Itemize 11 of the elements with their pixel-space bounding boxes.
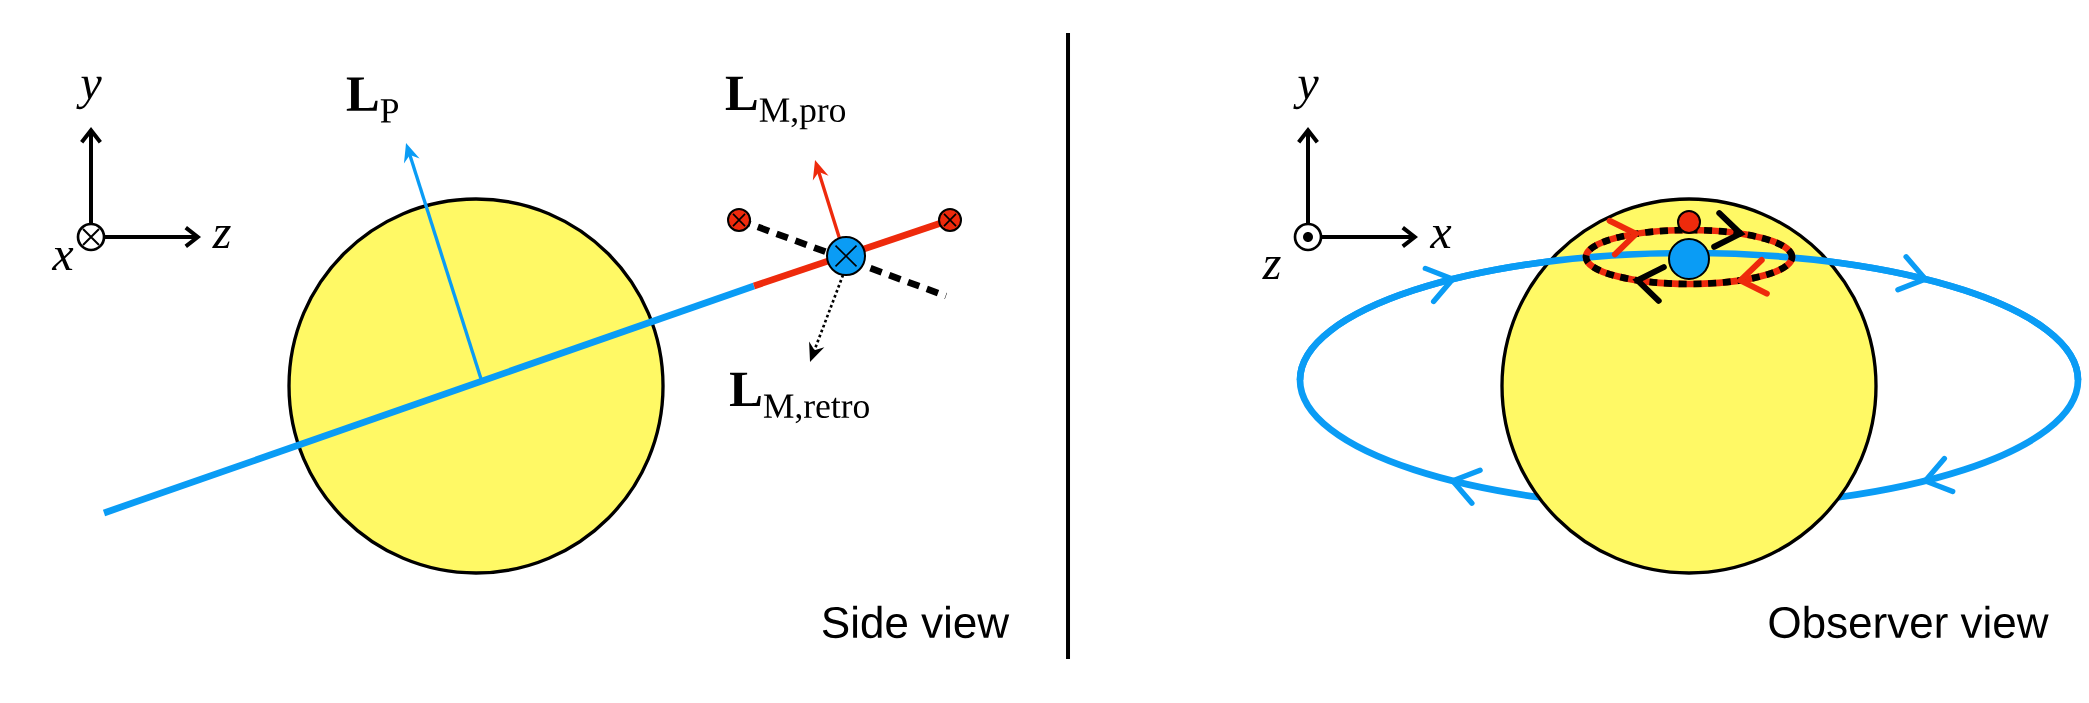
- axis-label: x: [51, 248, 74, 270]
- vector-label: L$_{M,pro}$: [725, 76, 846, 130]
- axis-label: z: [1262, 257, 1281, 279]
- axis-label: x: [1429, 226, 1452, 248]
- vector-label: L$_{M,retro}$: [729, 372, 869, 424]
- view-caption: Side view: [822, 605, 1010, 639]
- vector-label: L$_{P}$: [346, 77, 398, 123]
- axis-label: y: [76, 76, 102, 110]
- axis-label: y: [1293, 76, 1319, 110]
- view-caption: Observer view: [1769, 605, 2049, 639]
- axis-label: z: [212, 226, 231, 248]
